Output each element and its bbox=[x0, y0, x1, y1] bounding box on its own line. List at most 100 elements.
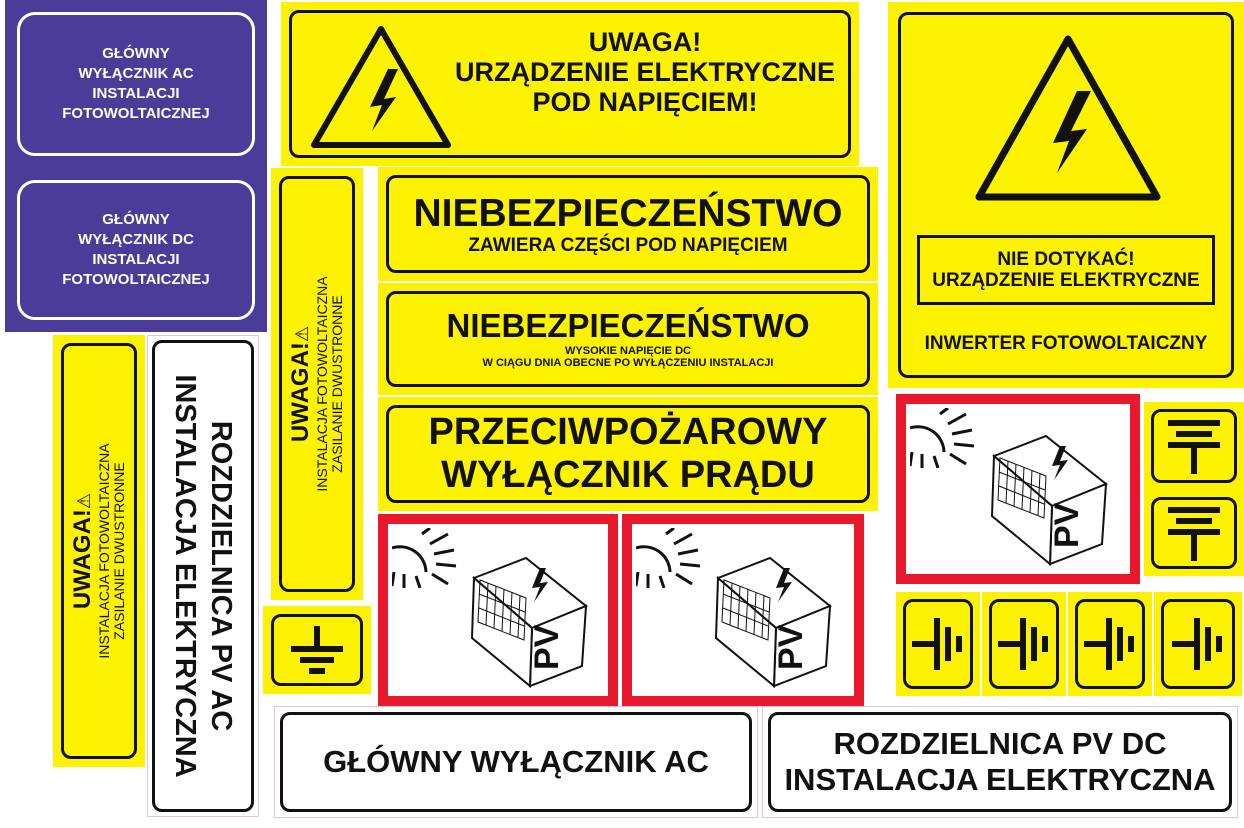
uwaga-title: UWAGA!⚠ bbox=[286, 326, 315, 443]
sign-border: ROZDZIELNICA PV DC INSTALACJA ELEKTRYCZN… bbox=[768, 712, 1232, 812]
high-voltage-triangle-icon bbox=[311, 26, 451, 148]
rotated-text: UWAGA!⚠ INSTALACJA FOTOWOLTAICZNA ZASILA… bbox=[282, 194, 352, 574]
main-ac-blue-sign: GŁÓWNY WYŁĄCZNIK AC INSTALACJI FOTOWOLTA… bbox=[5, 0, 267, 168]
main-dc-blue-sign: GŁÓWNY WYŁĄCZNIK DC INSTALACJI FOTOWOLTA… bbox=[5, 168, 267, 332]
uwaga-line: INSTALACJA FOTOWOLTAICZNA bbox=[313, 276, 330, 492]
ground-icon bbox=[291, 626, 343, 674]
danger-subtitle: WYSOKIE NAPIĘCIE DC bbox=[565, 345, 691, 358]
vertical-uwaga-sign-1: UWAGA!⚠ INSTALACJA FOTOWOLTAICZNA ZASILA… bbox=[271, 168, 363, 600]
sign-line: INSTALACJA ELEKTRYCZNA bbox=[169, 374, 201, 778]
sign-border: GŁÓWNY WYŁĄCZNIK AC INSTALACJI FOTOWOLTA… bbox=[17, 12, 255, 156]
solar-panel-cube-icon: PV bbox=[990, 434, 1108, 566]
sign-border bbox=[989, 599, 1059, 689]
ground-vertical-icon bbox=[1172, 618, 1222, 670]
danger-title: NIEBEZPIECZEŃSTWO bbox=[413, 191, 843, 235]
uwaga-title-text: UWAGA! bbox=[286, 342, 314, 443]
pv-label: PV bbox=[528, 624, 566, 670]
sign-line: WYŁĄCZNIK PRĄDU bbox=[441, 454, 815, 496]
uwaga-title-text: UWAGA! bbox=[68, 509, 96, 610]
sign-line: FOTOWOLTAICZNEJ bbox=[62, 105, 210, 123]
pv-sign-inner: PV bbox=[906, 404, 1130, 574]
sign-line: WYŁĄCZNIK DC bbox=[78, 230, 194, 248]
sign-border bbox=[1075, 599, 1145, 689]
pe-ground-icon bbox=[1168, 420, 1220, 474]
ground-sign-vertical-1 bbox=[896, 592, 980, 696]
pe-ground-sign-2 bbox=[1144, 490, 1244, 576]
uwaga-line: ZASILANIE DWUSTRONNE bbox=[111, 462, 128, 640]
ground-sign-vertical-2 bbox=[982, 592, 1066, 696]
warning-text: UWAGA! URZĄDZENIE ELEKTRYCZNE POD NAPIĘC… bbox=[452, 27, 838, 118]
sun-icon bbox=[910, 408, 975, 468]
sign-line: WYŁĄCZNIK AC bbox=[78, 64, 194, 82]
warning-line: URZĄDZENIE ELEKTRYCZNE bbox=[932, 270, 1200, 291]
solar-panel-cube-icon: PV bbox=[470, 556, 588, 688]
pv-label: PV bbox=[1048, 502, 1086, 548]
rotated-text: UWAGA!⚠ INSTALACJA FOTOWOLTAICZNA ZASILA… bbox=[64, 351, 134, 751]
vertical-uwaga-sign-2: UWAGA!⚠ INSTALACJA FOTOWOLTAICZNA ZASILA… bbox=[53, 335, 145, 767]
sign-border bbox=[1161, 599, 1235, 689]
inverter-label: INWERTER FOTOWOLTAICZNY bbox=[924, 333, 1208, 354]
do-not-touch-box: NIE DOTYKAĆ! URZĄDZENIE ELEKTRYCZNE bbox=[917, 235, 1215, 305]
sign-line: GŁÓWNY WYŁĄCZNIK AC bbox=[323, 743, 709, 779]
danger-title: NIEBEZPIECZEŃSTWO bbox=[446, 307, 810, 345]
sun-icon bbox=[392, 528, 457, 588]
sun-icon bbox=[636, 528, 701, 588]
ground-sign-vertical-4 bbox=[1154, 592, 1242, 696]
ground-vertical-icon bbox=[998, 618, 1048, 670]
sign-line: FOTOWOLTAICZNEJ bbox=[62, 271, 210, 289]
sign-border: UWAGA! URZĄDZENIE ELEKTRYCZNE POD NAPIĘC… bbox=[289, 10, 851, 158]
sign-border: NIE DOTYKAĆ! URZĄDZENIE ELEKTRYCZNE INWE… bbox=[898, 12, 1234, 378]
voltage-warning-sign: UWAGA! URZĄDZENIE ELEKTRYCZNE POD NAPIĘC… bbox=[281, 2, 859, 166]
ground-sign bbox=[263, 606, 371, 694]
sign-line: ROZDZIELNICA PV DC bbox=[833, 726, 1167, 762]
warning-line: URZĄDZENIE ELEKTRYCZNE bbox=[454, 57, 835, 88]
sign-line: INSTALACJA ELEKTRYCZNA bbox=[784, 762, 1216, 797]
sign-border bbox=[1151, 497, 1237, 569]
sign-line: GŁÓWNY bbox=[102, 210, 170, 228]
sign-border bbox=[903, 599, 973, 689]
danger-subtitle: ZAWIERA CZĘŚCI POD NAPIĘCIEM bbox=[468, 235, 788, 257]
solar-panel-cube-icon: PV bbox=[714, 556, 832, 688]
sign-line: ROZDZIELNICA PV AC bbox=[205, 420, 238, 732]
small-warning-triangle-icon: ⚠ bbox=[73, 492, 94, 510]
sign-line: PRZECIWPOŻAROWY bbox=[428, 411, 828, 454]
sign-border bbox=[1151, 409, 1237, 483]
vertical-pv-ac-sign: ROZDZIELNICA PV AC INSTALACJA ELEKTRYCZN… bbox=[147, 335, 259, 817]
pv-label: PV bbox=[772, 624, 810, 670]
warning-line: UWAGA! bbox=[588, 27, 702, 57]
sign-border: NIEBEZPIECZEŃSTWO WYSOKIE NAPIĘCIE DC W … bbox=[386, 291, 870, 387]
sign-border: GŁÓWNY WYŁĄCZNIK DC INSTALACJI FOTOWOLTA… bbox=[17, 180, 255, 320]
danger-live-parts-sign: NIEBEZPIECZEŃSTWO ZAWIERA CZĘŚCI POD NAP… bbox=[378, 167, 878, 281]
pv-sign-2: PV bbox=[622, 514, 864, 706]
sign-border bbox=[271, 614, 363, 686]
uwaga-title: UWAGA!⚠ bbox=[68, 492, 97, 610]
sign-border: NIEBEZPIECZEŃSTWO ZAWIERA CZĘŚCI POD NAP… bbox=[386, 175, 870, 273]
pv-sign-1: PV bbox=[378, 514, 618, 706]
fire-switch-sign: PRZECIWPOŻAROWY WYŁĄCZNIK PRĄDU bbox=[378, 397, 878, 511]
high-voltage-triangle-icon bbox=[975, 35, 1161, 201]
uwaga-line: INSTALACJA FOTOWOLTAICZNA bbox=[95, 443, 112, 659]
sign-border: PRZECIWPOŻAROWY WYŁĄCZNIK PRĄDU bbox=[386, 405, 870, 503]
pv-sign-3: PV bbox=[896, 394, 1140, 584]
inverter-sign: NIE DOTYKAĆ! URZĄDZENIE ELEKTRYCZNE INWE… bbox=[888, 2, 1244, 388]
sign-border: UWAGA!⚠ INSTALACJA FOTOWOLTAICZNA ZASILA… bbox=[279, 176, 355, 592]
sign-border: GŁÓWNY WYŁĄCZNIK AC bbox=[280, 712, 752, 812]
pe-ground-sign-1 bbox=[1144, 402, 1244, 490]
pv-dc-white-sign: ROZDZIELNICA PV DC INSTALACJA ELEKTRYCZN… bbox=[762, 706, 1238, 818]
pv-sign-inner: PV bbox=[632, 524, 854, 696]
sign-border: UWAGA!⚠ INSTALACJA FOTOWOLTAICZNA ZASILA… bbox=[61, 343, 137, 759]
pe-ground-icon bbox=[1168, 507, 1220, 561]
main-ac-white-sign: GŁÓWNY WYŁĄCZNIK AC bbox=[274, 706, 758, 818]
danger-subtitle: W CIĄGU DNIA OBECNE PO WYŁĄCZENIU INSTAL… bbox=[482, 357, 774, 370]
ground-vertical-icon bbox=[912, 618, 962, 670]
warning-line: NIE DOTYKAĆ! bbox=[997, 248, 1135, 270]
sign-line: GŁÓWNY bbox=[102, 44, 170, 62]
ground-vertical-icon bbox=[1084, 618, 1134, 670]
uwaga-line: ZASILANIE DWUSTRONNE bbox=[329, 295, 346, 473]
rotated-text: ROZDZIELNICA PV AC INSTALACJA ELEKTRYCZN… bbox=[158, 356, 248, 796]
ground-sign-vertical-3 bbox=[1068, 592, 1152, 696]
sign-line: INSTALACJI bbox=[92, 251, 180, 268]
pv-sign-inner: PV bbox=[388, 524, 608, 696]
sign-border: ROZDZIELNICA PV AC INSTALACJA ELEKTRYCZN… bbox=[152, 340, 254, 812]
sign-line: INSTALACJI bbox=[92, 85, 180, 102]
